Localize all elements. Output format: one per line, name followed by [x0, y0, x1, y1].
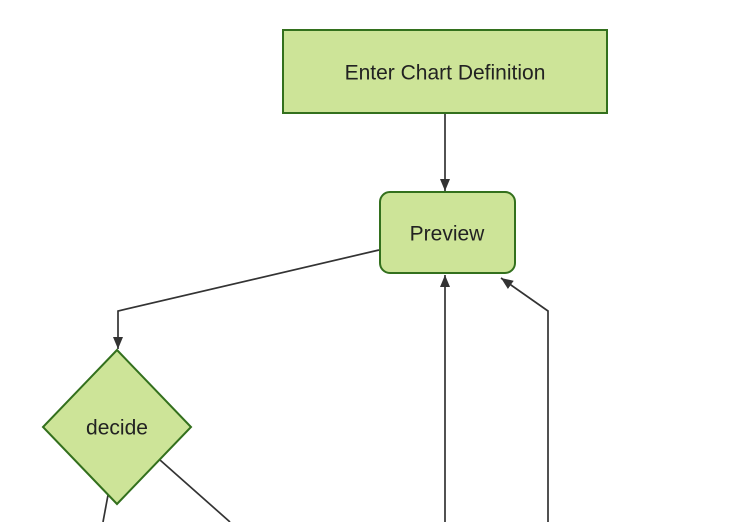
- node-label: decide: [86, 416, 148, 439]
- rectangle-shape: [282, 29, 608, 114]
- node-label: Enter Chart Definition: [345, 61, 546, 84]
- diamond-shape: [41, 348, 193, 506]
- node-enter-chart-definition: Enter Chart Definition: [282, 29, 608, 114]
- edge-offscreen-bottom-right-to-preview: [500, 277, 549, 522]
- edge-preview-to-decide: [113, 249, 380, 349]
- edge-decide-to-offscreen-bottom-right: [159, 459, 231, 522]
- node-label: Preview: [410, 222, 486, 245]
- node-preview: Preview: [379, 191, 516, 274]
- edge-decide-to-offscreen-bottom-left: [102, 494, 109, 522]
- rounded-rectangle-shape: [379, 191, 516, 274]
- node-decide: decide: [41, 348, 193, 506]
